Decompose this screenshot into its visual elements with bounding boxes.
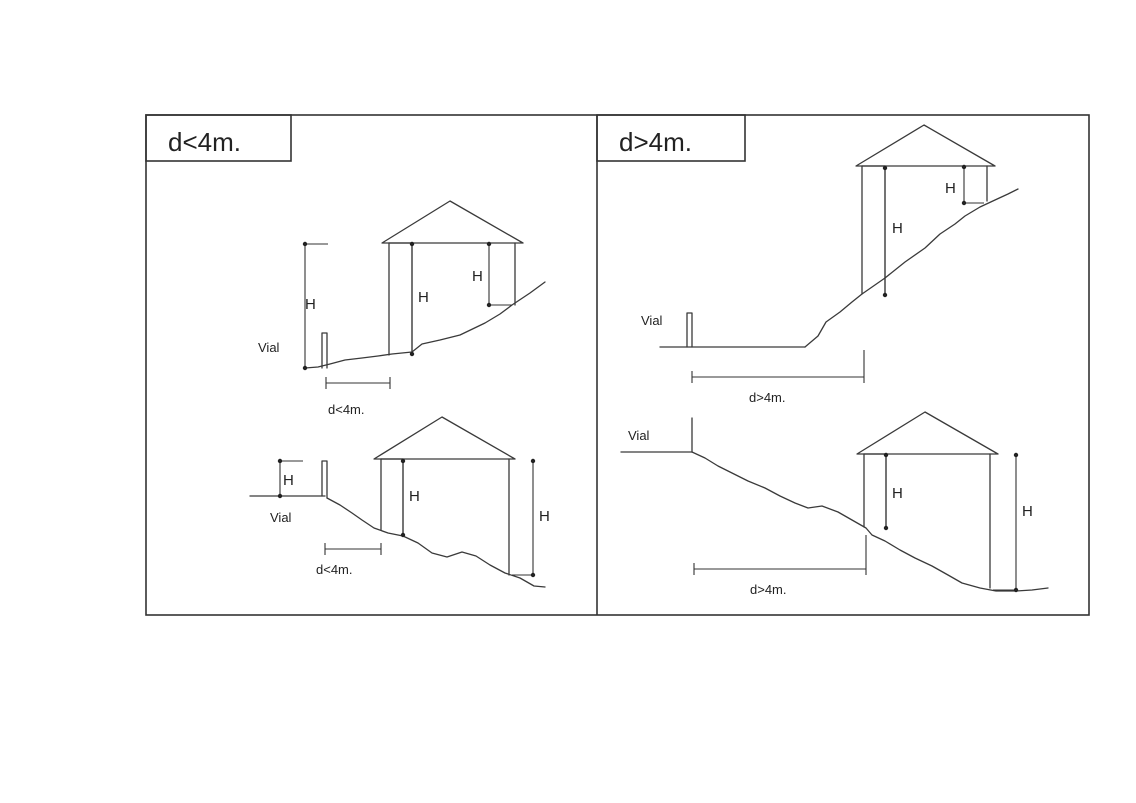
house-roof: [855, 124, 996, 167]
height-dimension: H: [472, 241, 512, 308]
house-roof: [856, 411, 999, 455]
vial-label: Vial: [641, 313, 663, 328]
height-dimension: H: [883, 452, 903, 531]
house-wall-left-inner: [863, 453, 887, 529]
height-label: H: [283, 472, 294, 489]
distance-dimension: d<4m.: [325, 377, 391, 417]
right-panel-title: d>4m.: [619, 127, 692, 157]
ground-line: [304, 281, 546, 369]
height-label: H: [892, 220, 903, 237]
left-panel: d<4m. H H: [145, 114, 550, 588]
house-wall-left-inner: [861, 165, 886, 296]
height-label: H: [305, 296, 316, 313]
house-roof: [381, 200, 524, 244]
scene-downslope-near: H H H Vial d<4m.: [249, 416, 550, 588]
ground-line: [804, 188, 1019, 348]
height-dimension: H: [400, 458, 420, 538]
height-label: H: [409, 488, 420, 505]
height-dimension: H: [302, 241, 328, 371]
height-dimension: H: [409, 241, 429, 357]
right-panel-title-box: d>4m.: [596, 114, 746, 162]
vial-label: Vial: [258, 340, 280, 355]
vial-label: Vial: [628, 428, 650, 443]
distance-label: d<4m.: [328, 402, 365, 417]
height-dimension: H: [993, 452, 1033, 593]
height-label: H: [418, 289, 429, 306]
height-label: H: [1022, 503, 1033, 520]
left-panel-title: d<4m.: [168, 127, 241, 157]
distance-dimension: d<4m.: [316, 543, 382, 577]
house-wall-left-inner: [380, 458, 404, 536]
height-label: H: [945, 180, 956, 197]
vial-label: Vial: [270, 510, 292, 525]
distance-dimension: d>4m.: [693, 535, 867, 597]
ground-line: [691, 451, 1049, 592]
road-curb: [686, 312, 693, 348]
height-dimension: H: [277, 458, 303, 499]
distance-label: d<4m.: [316, 562, 353, 577]
house-roof: [373, 416, 516, 460]
height-dimension: H: [882, 165, 903, 298]
left-panel-title-box: d<4m.: [145, 114, 292, 162]
distance-label: d>4m.: [749, 390, 786, 405]
distance-label: d>4m.: [750, 582, 787, 597]
right-panel: d>4m. H H Vial: [596, 114, 1049, 597]
road-curb: [321, 332, 328, 369]
road-curb: [321, 460, 328, 499]
scene-downslope-far: H H Vial d>4m.: [620, 411, 1049, 597]
ground-line: [326, 497, 546, 588]
scene-upslope-far: H H Vial d>4m.: [641, 124, 1019, 405]
height-dimension: H: [945, 164, 984, 206]
house-wall-left-inner: [388, 242, 413, 353]
height-label: H: [892, 485, 903, 502]
height-dimension: H: [512, 458, 550, 578]
height-label: H: [539, 508, 550, 525]
height-label: H: [472, 268, 483, 285]
scene-upslope-near: H H H Vial d<4m.: [258, 200, 546, 417]
distance-dimension: d>4m.: [691, 350, 865, 405]
